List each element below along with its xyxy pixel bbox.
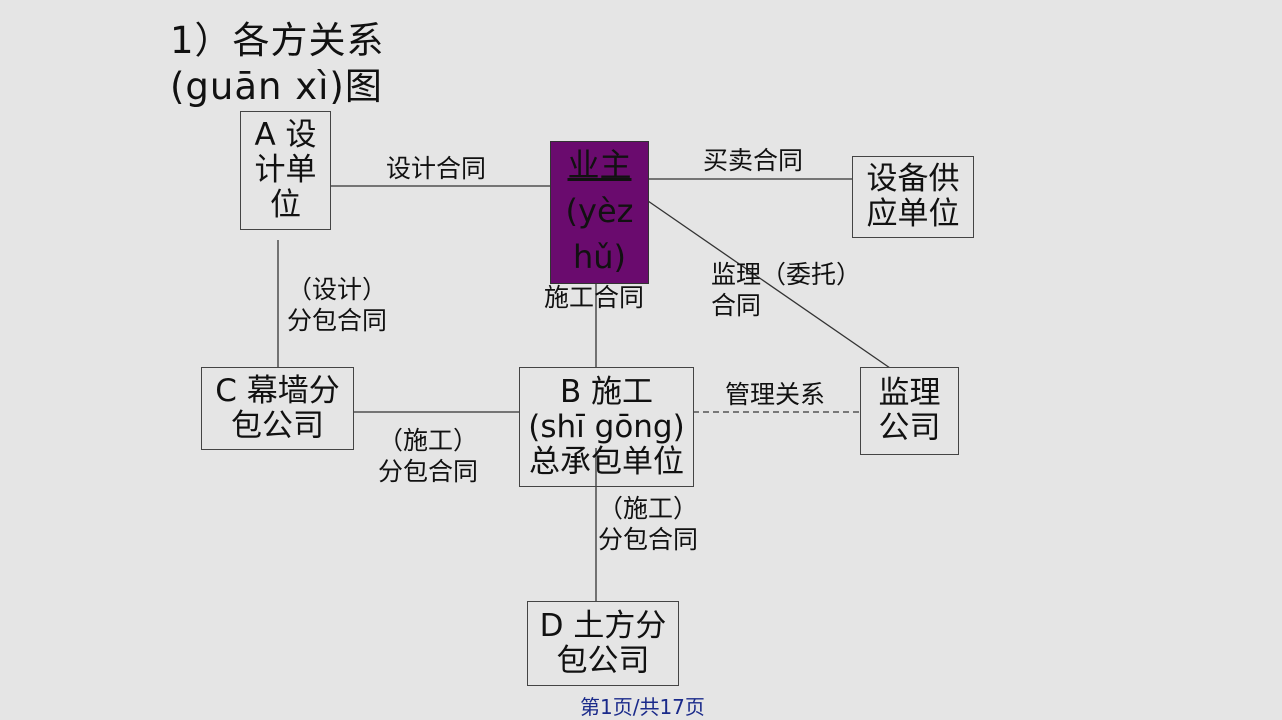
edge-owner-supervisor <box>647 200 891 369</box>
node-general-contractor-line1: B 施工 <box>559 373 654 410</box>
label-design-contract: 设计合同 <box>386 154 487 183</box>
node-supervisor-line2: 公司 <box>878 410 941 446</box>
node-supervisor-line1: 监理 <box>878 375 941 411</box>
slide-title-line2: (guān xì)图 <box>170 65 383 108</box>
label-supervision-contract-line2: 合同 <box>711 291 762 320</box>
node-equipment-supplier: 设备供 应单位 <box>852 156 974 238</box>
node-design-unit-line2: 计单 <box>254 152 317 188</box>
node-curtain-wall-line2: 包公司 <box>231 407 324 444</box>
label-construction-subcontract-c: （施工） 分包合同 <box>378 425 478 487</box>
label-construction-subcontract-c-line2: 分包合同 <box>378 457 479 486</box>
label-design-subcontract: （设计） 分包合同 <box>287 274 387 336</box>
label-supervision-contract: 监理（委托） 合同 <box>711 259 861 321</box>
node-equipment-supplier-line2: 应单位 <box>866 196 960 232</box>
label-construction-subcontract-d-line2: 分包合同 <box>598 525 699 554</box>
node-owner-line3: hǔ) <box>572 238 627 276</box>
node-owner-line2: (yèz <box>565 192 634 230</box>
node-owner: 业主 (yèz hǔ) <box>550 141 649 284</box>
node-curtain-wall: C 幕墙分 包公司 <box>201 367 354 450</box>
slide-title-line1: 1）各方关系 <box>170 19 385 62</box>
node-design-unit-line3: 位 <box>270 187 301 223</box>
node-earthwork: D 土方分 包公司 <box>527 601 679 686</box>
node-design-unit: A 设 计单 位 <box>240 111 331 230</box>
label-design-subcontract-line2: 分包合同 <box>287 306 388 335</box>
node-general-contractor: B 施工 (shī gōng) 总承包单位 <box>519 367 694 487</box>
label-purchase-contract: 买卖合同 <box>703 146 804 175</box>
label-construction-subcontract-d: （施工） 分包合同 <box>598 493 698 555</box>
node-general-contractor-line3: 总承包单位 <box>529 443 684 480</box>
node-owner-line1: 业主 <box>567 146 632 184</box>
node-equipment-supplier-line1: 设备供 <box>866 161 960 197</box>
node-supervisor: 监理 公司 <box>860 367 959 455</box>
node-earthwork-line1: D 土方分 <box>539 607 667 644</box>
label-construction-subcontract-c-line1: （施工） <box>378 426 479 455</box>
label-construction-contract: 施工合同 <box>544 283 645 312</box>
node-design-unit-line1: A 设 <box>254 117 317 153</box>
page-number: 第1页/共17页 <box>580 695 705 719</box>
label-construction-subcontract-d-line1: （施工） <box>598 494 699 523</box>
node-general-contractor-line2: (shī gōng) <box>528 408 685 445</box>
slide-title: 1）各方关系 (guān xì)图 <box>170 18 385 110</box>
node-earthwork-line2: 包公司 <box>556 642 650 679</box>
node-curtain-wall-line1: C 幕墙分 <box>215 372 340 409</box>
label-supervision-contract-line1: 监理（委托） <box>711 260 862 289</box>
label-design-subcontract-line1: （设计） <box>287 275 388 304</box>
label-management-relation: 管理关系 <box>725 380 826 409</box>
